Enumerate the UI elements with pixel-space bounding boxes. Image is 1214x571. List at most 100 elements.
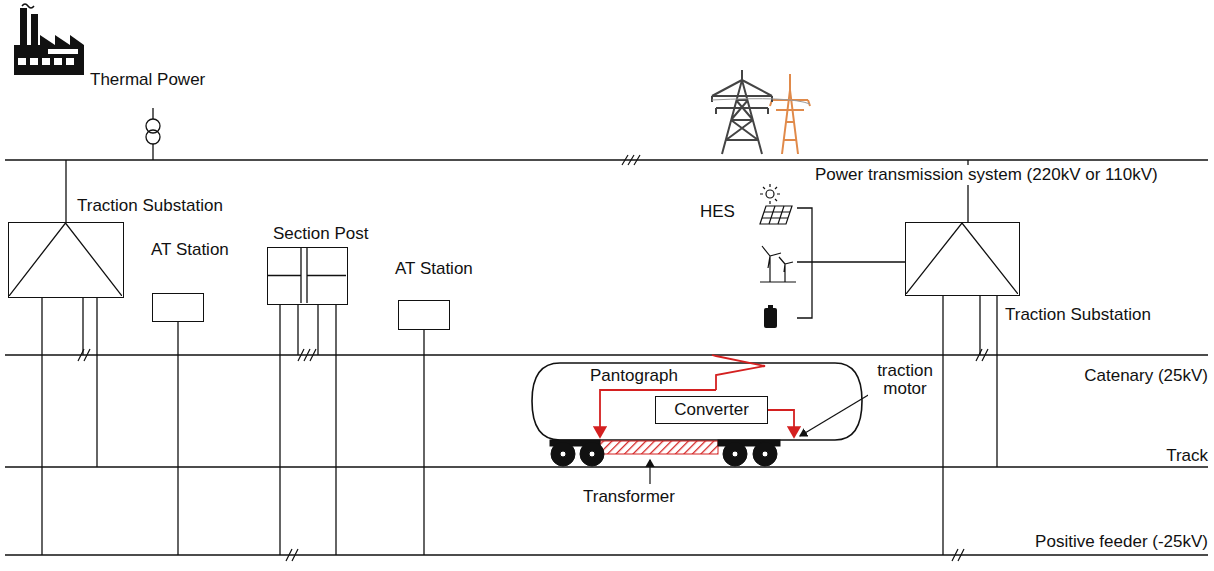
text-label: Power transmission system (220kV or 110k… — [813, 165, 1160, 185]
thermal-plant-icon — [14, 4, 84, 75]
wind-turbine-icon — [762, 246, 781, 282]
feeder-wire — [979, 296, 980, 355]
feeder-wire — [41, 298, 42, 555]
substation-symbol — [9, 223, 122, 296]
feeder-wire — [297, 305, 298, 355]
text-label: Thermal Power — [88, 70, 207, 90]
thermal-plant-icon — [18, 58, 26, 65]
transmission-tower-icon — [712, 70, 772, 108]
solar-panel-icon — [762, 206, 790, 224]
battery-icon — [764, 308, 777, 328]
transmission-tower-icon — [772, 74, 808, 154]
transformer-symbol — [152, 108, 153, 119]
break-mark — [286, 549, 298, 561]
hes-wire — [797, 208, 905, 318]
bogie — [560, 451, 566, 457]
text-label: Pantograph — [588, 366, 680, 386]
substation-box: Traction Substation — [905, 222, 1020, 296]
break-mark — [952, 549, 964, 561]
feeder-wire — [65, 160, 66, 222]
leader-line — [649, 460, 650, 484]
at-station-box: AT Station — [152, 293, 204, 322]
bus-lines — [5, 466, 1208, 467]
at-station-box: AT Station — [398, 300, 450, 330]
leader-line — [800, 394, 870, 436]
bus-lines — [5, 160, 1208, 555]
transformer-symbol — [146, 119, 160, 133]
transformer-symbol — [152, 144, 153, 160]
station-name: AT Station — [149, 240, 231, 260]
text-label: Track — [1164, 446, 1210, 466]
feeder-wire — [942, 296, 943, 555]
thermal-plant-icon — [22, 4, 34, 8]
thermal-plant-icon — [48, 49, 78, 54]
feeder-wire — [96, 298, 97, 467]
text-label: Catenary (25kV) — [1082, 366, 1210, 386]
text-label: Transformer — [581, 487, 677, 507]
thermal-plant-icon — [20, 8, 27, 48]
transformer-coil — [600, 441, 718, 454]
text-label: traction motor — [868, 362, 942, 398]
solar-panel-icon — [760, 206, 792, 224]
thermal-plant-icon — [14, 35, 84, 75]
feeder-wire — [335, 305, 336, 555]
section-post-symbol — [268, 248, 346, 303]
bogie — [762, 451, 768, 457]
station-name: Traction Substation — [1003, 305, 1153, 325]
battery-icon — [764, 305, 777, 328]
thermal-plant-icon — [30, 58, 38, 65]
substation-symbol — [906, 223, 1018, 294]
thermal-plant-icon — [31, 14, 38, 48]
wind-turbine-icon — [760, 246, 796, 282]
wind-turbine-icon — [779, 257, 793, 282]
transformer-symbol — [146, 130, 160, 144]
feeder-wire — [82, 298, 83, 355]
feeder-wire — [177, 322, 178, 555]
section-post-box: Section Post — [267, 247, 348, 305]
station-name: AT Station — [393, 259, 475, 279]
transmission-tower-icon — [770, 100, 810, 106]
bogie — [732, 451, 738, 457]
break-mark — [622, 155, 640, 165]
feeder-wire — [423, 330, 424, 555]
break-mark — [976, 349, 988, 361]
leader-line — [650, 394, 870, 484]
transmission-tower-icon — [712, 70, 810, 154]
bogie — [550, 440, 780, 466]
section-post-symbol — [268, 248, 346, 303]
power-flow-path — [712, 355, 765, 390]
transmission-tower-icon — [722, 80, 762, 154]
bus-lines — [5, 159, 1208, 160]
transformer-symbol — [146, 108, 160, 160]
bogie — [753, 442, 777, 466]
converter-box: Converter — [655, 396, 768, 424]
text-label: HES — [698, 202, 737, 222]
battery-icon — [768, 305, 773, 308]
solar-panel-icon — [760, 184, 792, 224]
bogie — [551, 442, 575, 466]
thermal-plant-icon — [66, 58, 74, 65]
break-mark — [298, 349, 316, 361]
transmission-tower-icon — [712, 99, 810, 104]
bus-lines — [5, 354, 1208, 355]
hes-wire — [797, 208, 905, 318]
substation-box: Traction Substation — [8, 222, 124, 298]
station-name: Section Post — [271, 224, 370, 244]
text-label: Positive feeder (-25kV) — [1033, 532, 1210, 552]
wind-turbine-icon — [760, 281, 796, 282]
bogie — [580, 442, 604, 466]
bogie — [589, 451, 595, 457]
thermal-plant-icon — [42, 58, 50, 65]
bogie — [723, 442, 747, 466]
substation-symbol — [906, 223, 1018, 294]
solar-panel-icon — [760, 184, 780, 204]
feeder-wire — [42, 160, 997, 555]
bus-lines — [5, 554, 1208, 555]
transformer-coil — [600, 441, 718, 454]
solar-panel-icon — [766, 190, 774, 198]
power-flow-path — [768, 410, 794, 437]
substation-symbol — [9, 223, 122, 296]
box-label: Converter — [674, 400, 749, 420]
transmission-tower-icon — [712, 70, 810, 154]
